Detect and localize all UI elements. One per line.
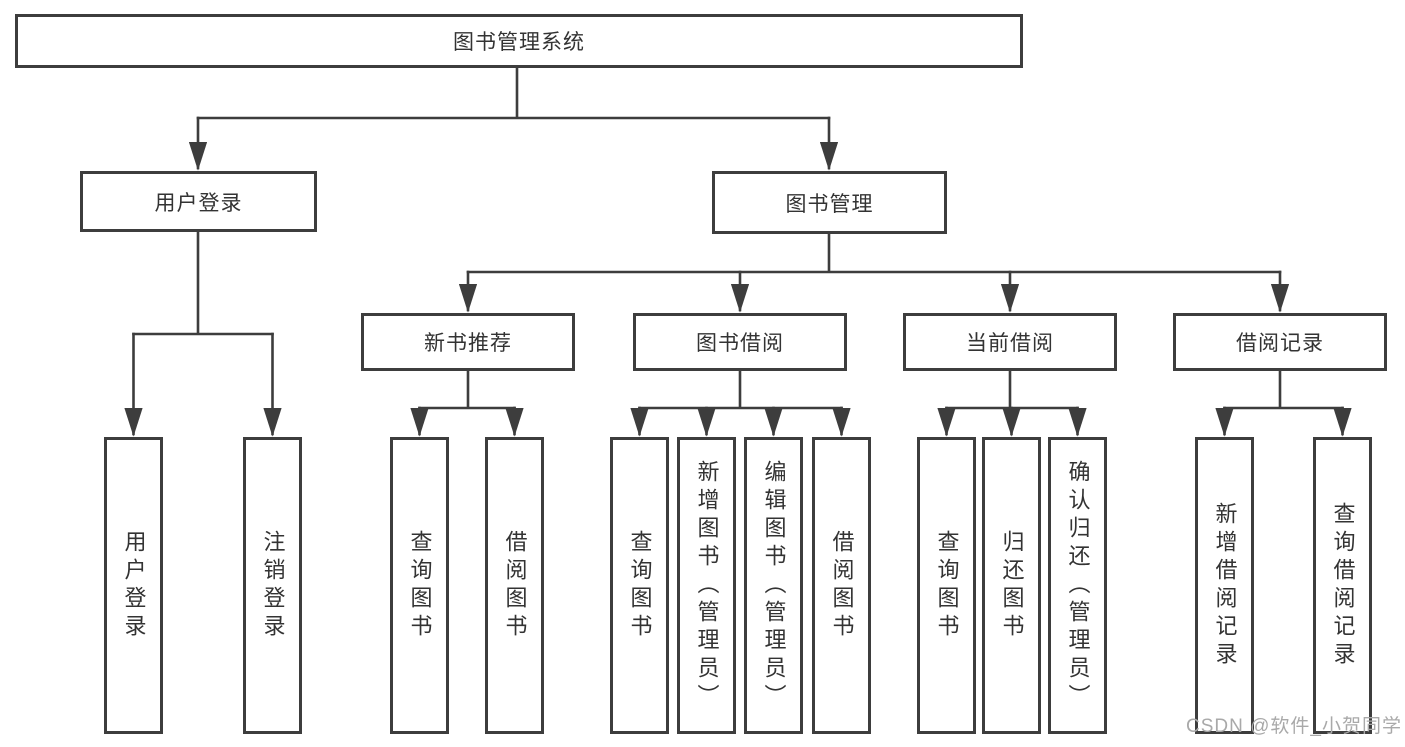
leaf-query-borrow-record: 查询借阅记录 (1313, 437, 1372, 734)
node-book-borrow: 图书借阅 (633, 313, 847, 371)
leaf-logout-login: 注销登录 (243, 437, 302, 734)
node-new-book-recommend: 新书推荐 (361, 313, 575, 371)
node-book-management: 图书管理 (712, 171, 947, 234)
leaf-borrow-books: 借阅图书 (812, 437, 871, 734)
node-user-login: 用户登录 (80, 171, 317, 232)
leaf-add-borrow-record: 新增借阅记录 (1195, 437, 1254, 734)
leaf-edit-book-admin: 编辑图书（管理员） (744, 437, 803, 734)
watermark: CSDN @软件_小贺同学 (1186, 716, 1402, 737)
leaf-return-book: 归还图书 (982, 437, 1041, 734)
node-borrow-records: 借阅记录 (1173, 313, 1387, 371)
leaf-add-book-admin: 新增图书（管理员） (677, 437, 736, 734)
leaf-query-books-recommend: 查询图书 (390, 437, 449, 734)
leaf-query-books-current: 查询图书 (917, 437, 976, 734)
leaf-borrow-books-recommend: 借阅图书 (485, 437, 544, 734)
leaf-user-login: 用户登录 (104, 437, 163, 734)
node-current-borrow: 当前借阅 (903, 313, 1117, 371)
node-library-system: 图书管理系统 (15, 14, 1023, 68)
leaf-query-books-borrow: 查询图书 (610, 437, 669, 734)
leaf-confirm-return-admin: 确认归还（管理员） (1048, 437, 1107, 734)
